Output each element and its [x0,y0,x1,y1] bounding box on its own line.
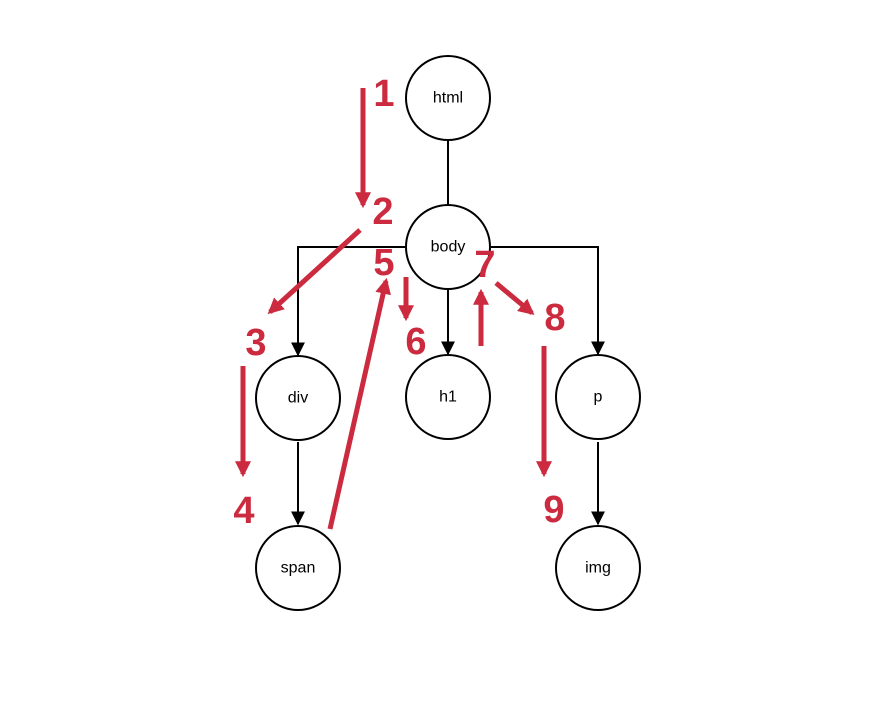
node-p-label: p [594,389,603,406]
step-labels: 1 2 3 4 5 6 7 8 9 [233,73,565,532]
step-label-7: 7 [474,244,495,286]
node-h1: h1 [405,354,491,440]
step-label-1: 1 [373,73,394,115]
step-label-4: 4 [233,490,254,532]
node-img: img [555,525,641,611]
edge-body-p [491,246,605,356]
step-label-9: 9 [543,489,564,531]
node-div: div [255,355,341,441]
node-html-circle [405,55,491,141]
node-p: p [555,354,641,440]
step-label-6: 6 [405,321,426,363]
traversal-arrow-7-8 [494,281,535,316]
node-span: span [255,525,341,611]
node-div-circle [255,355,341,441]
step-label-8: 8 [544,297,565,339]
node-img-label: img [585,560,611,577]
node-html-label: html [433,90,463,107]
node-html: html [405,55,491,141]
step-label-2: 2 [372,191,393,233]
node-h1-circle [405,354,491,440]
node-body-circle [405,204,491,290]
node-img-circle [555,525,641,611]
tree-edges [291,141,605,526]
traversal-arrows [234,88,553,530]
edge-body-div [291,246,405,357]
node-body: body [405,204,491,290]
step-label-3: 3 [245,322,266,364]
node-span-label: span [281,560,316,577]
node-div-label: div [288,390,308,407]
node-span-circle [255,525,341,611]
node-p-circle [555,354,641,440]
traversal-arrow-2-3 [267,228,362,315]
node-h1-label: h1 [439,389,457,406]
traversal-arrow-4-5 [327,277,391,530]
node-body-label: body [431,239,466,256]
step-label-5: 5 [373,242,394,284]
